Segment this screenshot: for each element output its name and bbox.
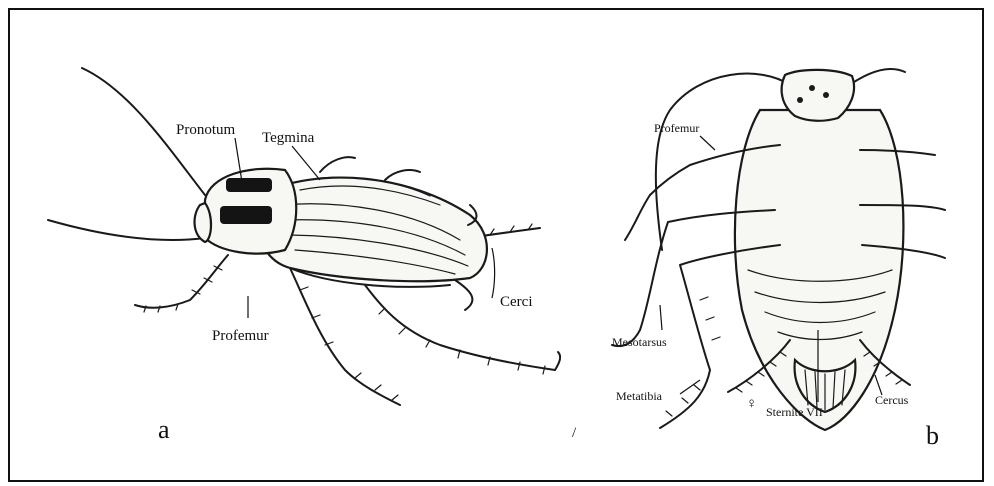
label-sternite-vii: Sternite VII: [766, 405, 823, 419]
cercus-a1: [455, 280, 472, 310]
label-metatibia: Metatibia: [616, 389, 663, 403]
profemur-leg: [135, 255, 228, 308]
label-mesotarsus: Mesotarsus: [612, 335, 667, 349]
leader-cerci: [492, 248, 495, 298]
cockroach-lateral-illustration: [48, 68, 560, 405]
label-female-symbol: ♀: [746, 396, 757, 412]
leader-profemur-b: [700, 136, 715, 150]
leader-tegmina: [292, 146, 320, 180]
label-cercus: Cercus: [875, 393, 909, 407]
label-pronotum: Pronotum: [176, 122, 236, 138]
stray-mark: /: [572, 425, 577, 441]
head: [195, 203, 212, 242]
antenna-lower: [48, 220, 205, 240]
panel-label-b: b: [926, 421, 939, 450]
label-cerci: Cerci: [500, 294, 532, 310]
head-ventral: [782, 70, 854, 121]
label-profemur-a: Profemur: [212, 328, 269, 344]
panel-label-a: a: [158, 415, 170, 444]
leader-cercus: [875, 375, 882, 395]
leader-mesotarsus: [660, 305, 662, 330]
label-tegmina: Tegmina: [262, 130, 315, 146]
middle-leg: [290, 268, 400, 405]
label-profemur-b: Profemur: [654, 121, 699, 135]
